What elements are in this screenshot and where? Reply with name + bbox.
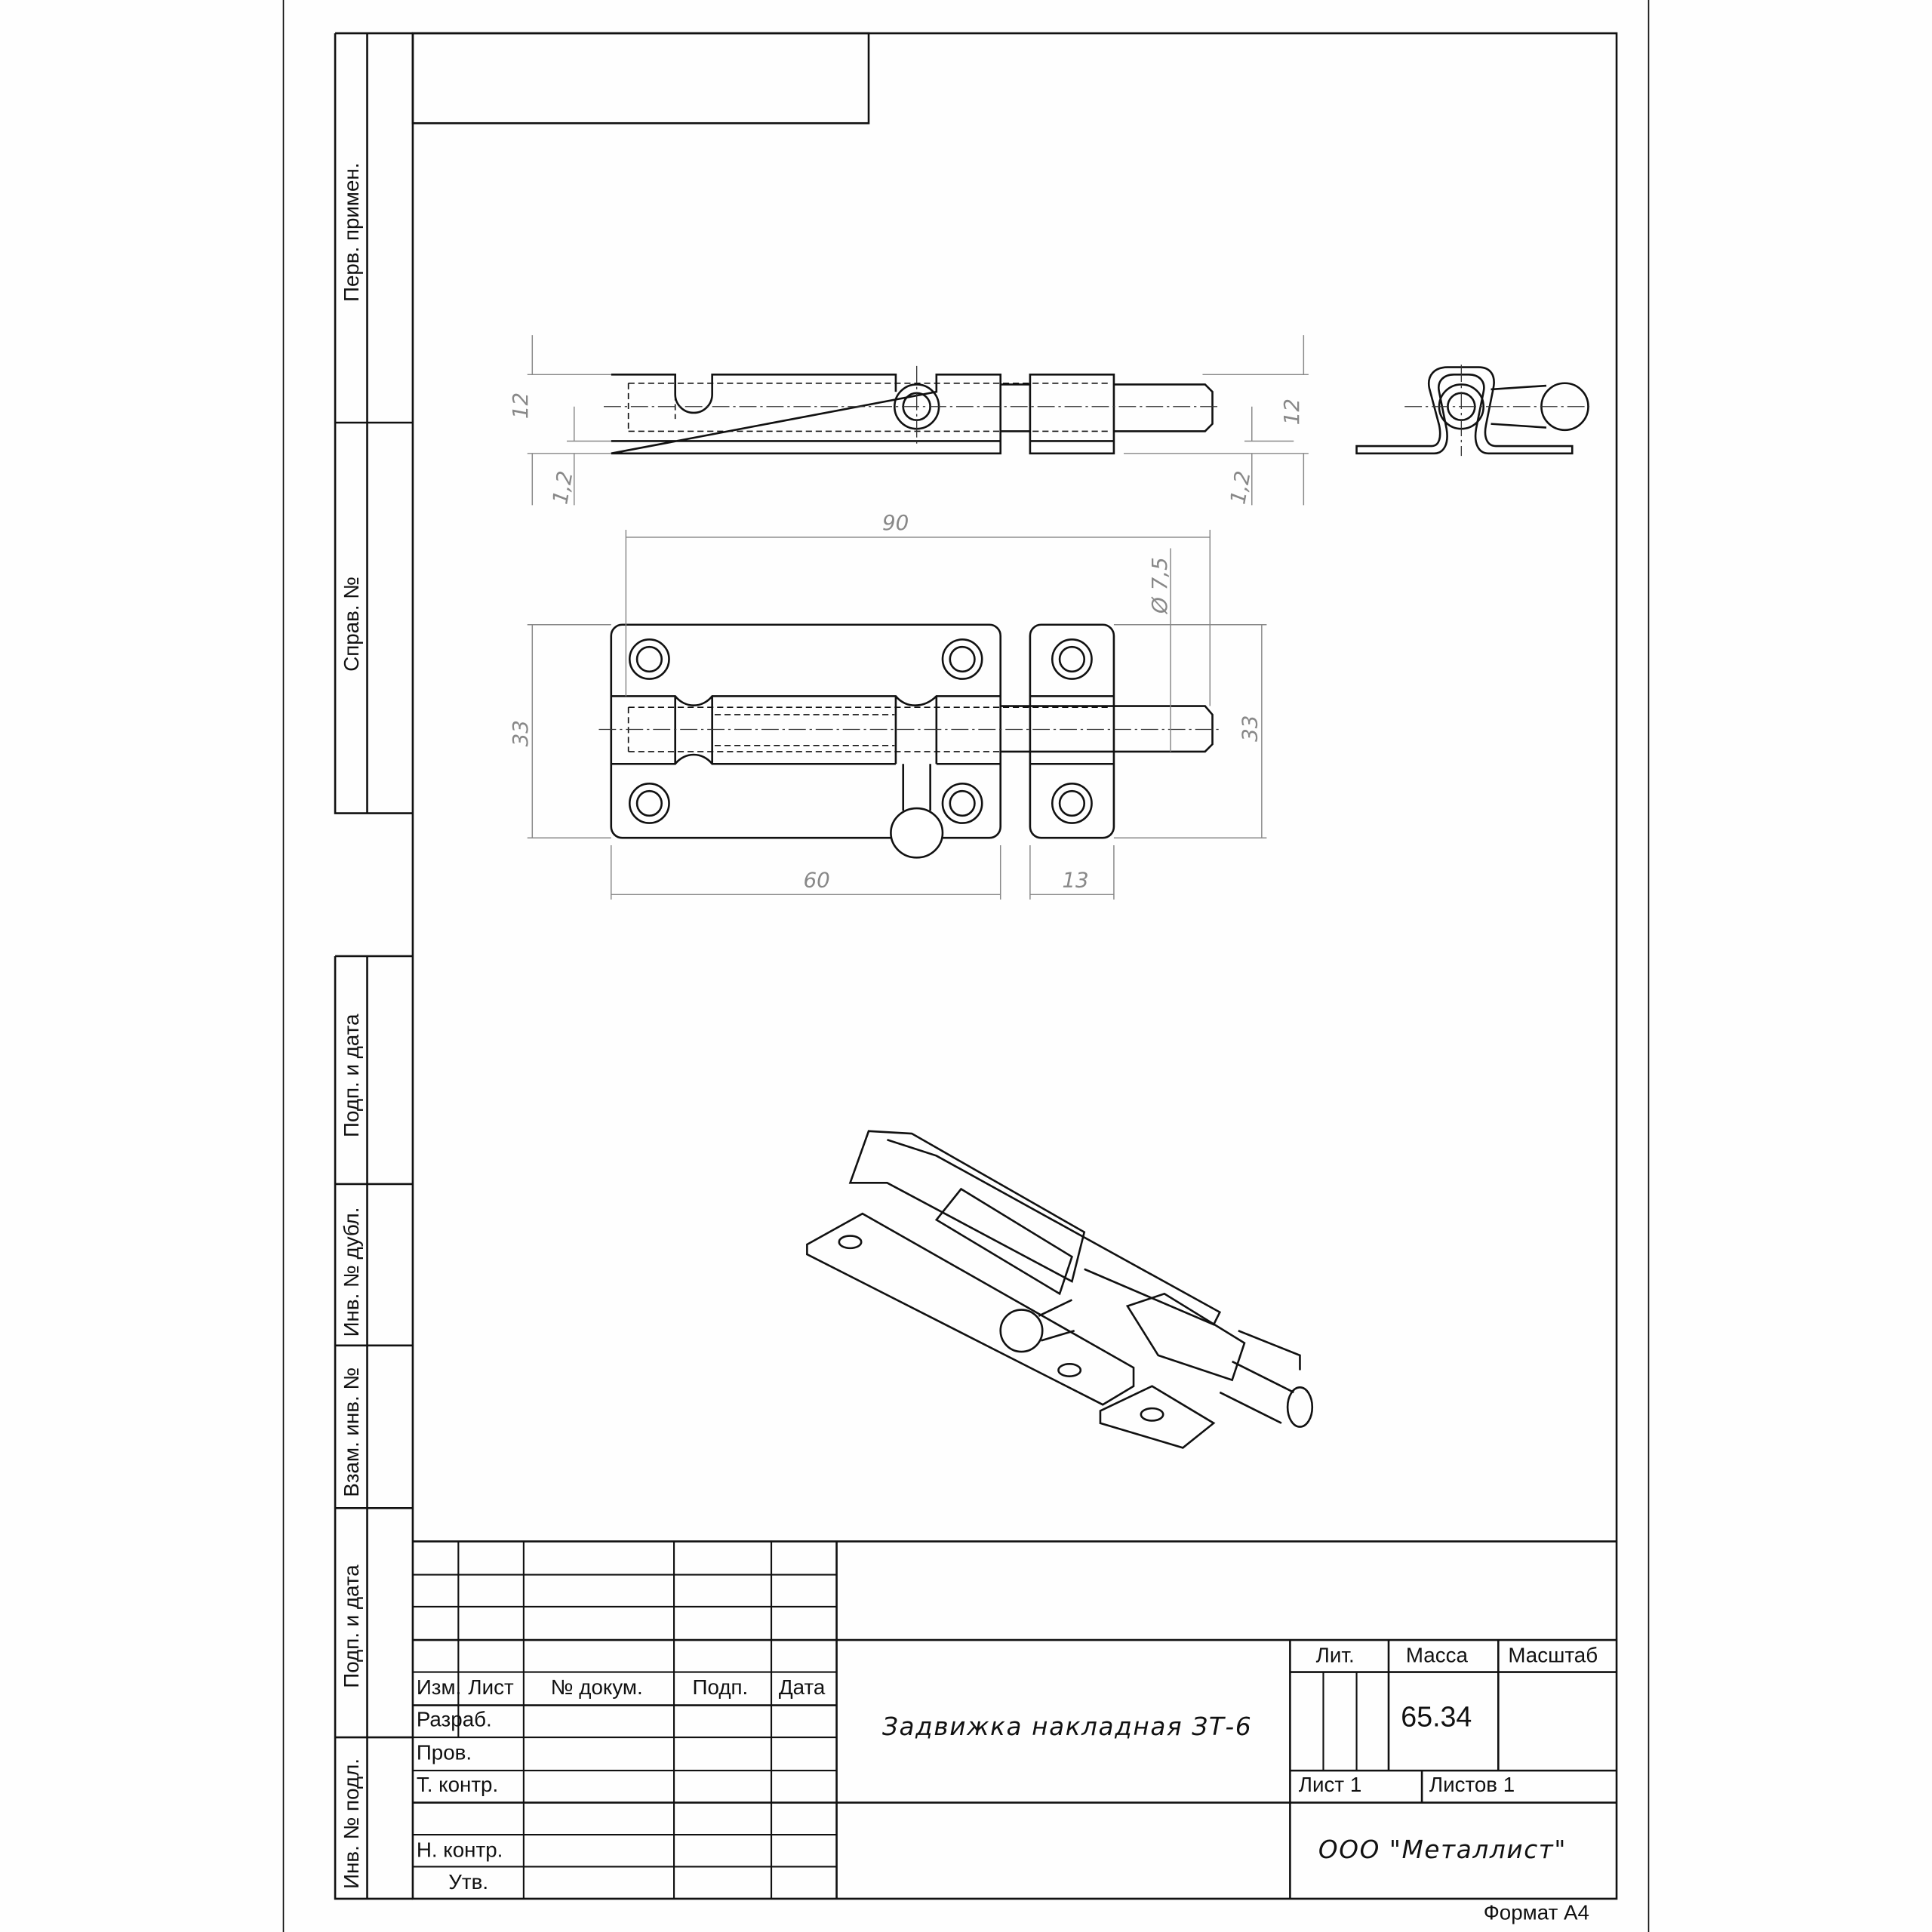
organization: ООО "Металлист" <box>1318 1835 1567 1864</box>
mass-value: 65.34 <box>1401 1700 1472 1732</box>
dim-90: 90 <box>882 510 909 535</box>
mass-label: Масса <box>1406 1643 1469 1666</box>
format-label: Формат А4 <box>1484 1901 1589 1924</box>
side-strip: Перв. примен. Справ. № Подп. и дата Инв.… <box>334 32 413 1900</box>
front-dimensions: 12 1,2 12 1,2 <box>508 335 1309 506</box>
dim-12-left: 12 <box>508 392 533 419</box>
header-data: Дата <box>779 1675 826 1699</box>
top-dimensions: 90 Ø 7,5 33 33 60 13 <box>508 510 1267 900</box>
top-left-box <box>411 32 870 125</box>
sheet-number: Лист 1 <box>1299 1773 1361 1796</box>
dim-33-left: 33 <box>508 720 533 746</box>
side-view <box>1355 365 1590 457</box>
role-utv: Утв. <box>448 1870 488 1894</box>
dim-60: 60 <box>803 868 829 893</box>
inv-no-podl-label: Инв. № подл. <box>340 1758 363 1889</box>
sprav-no-label: Справ. № <box>340 577 363 672</box>
header-doc-no: № докум. <box>551 1675 643 1699</box>
perv-primen-label: Перв. примен. <box>340 163 363 302</box>
dim-13: 13 <box>1062 868 1088 893</box>
title-block: Изм. Лист № докум. Подп. Дата Разраб. Пр… <box>412 1540 1617 1899</box>
inv-no-dubl-label: Инв. № дубл. <box>340 1208 363 1337</box>
isometric-view <box>806 1130 1314 1449</box>
front-view <box>604 365 1220 455</box>
header-list: Лист <box>468 1675 514 1699</box>
scale-label: Масштаб <box>1508 1643 1598 1666</box>
header-izm: Изм. <box>417 1675 461 1699</box>
podp-data-label: Подп. и дата <box>340 1014 363 1137</box>
dim-1-2-left: 1,2 <box>547 469 577 506</box>
dim-12-right: 12 <box>1279 398 1304 425</box>
top-view <box>598 623 1220 859</box>
role-n-kontr: Н. контр. <box>417 1838 503 1861</box>
header-podp: Подп. <box>693 1675 749 1699</box>
dim-1-2-right: 1,2 <box>1225 469 1255 506</box>
role-razrab: Разраб. <box>417 1707 492 1730</box>
lit-label: Лит. <box>1316 1643 1355 1666</box>
screw-holes <box>628 638 1093 824</box>
drawing-title: Задвижка накладная ЗТ-6 <box>882 1712 1252 1741</box>
sheet-count: Листов 1 <box>1429 1773 1515 1796</box>
dim-diameter-7-5: Ø 7,5 <box>1147 557 1172 614</box>
podp-data-label-2: Подп. и дата <box>340 1564 363 1688</box>
dim-33-right: 33 <box>1237 715 1262 742</box>
vzam-inv-no-label: Взам. инв. № <box>340 1367 363 1497</box>
role-t-kontr: Т. контр. <box>417 1773 498 1796</box>
role-prov: Пров. <box>417 1740 472 1764</box>
drawing-frame <box>411 32 1618 1900</box>
